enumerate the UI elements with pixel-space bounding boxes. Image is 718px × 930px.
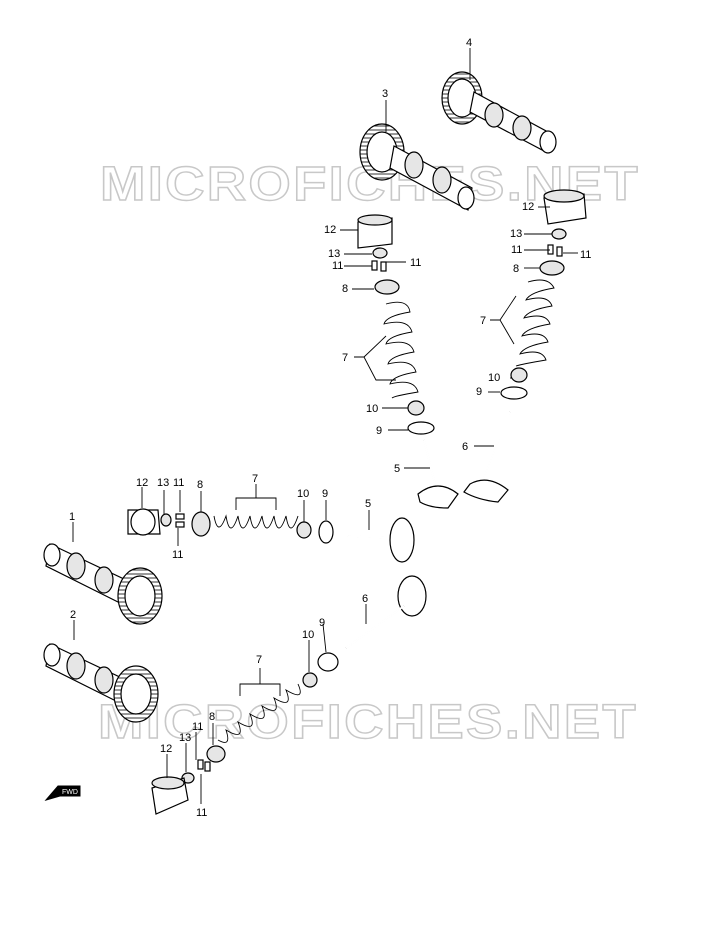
- callout-11: 11: [511, 244, 522, 256]
- callout-4: 4: [466, 37, 472, 49]
- callout-6: 6: [462, 441, 468, 453]
- callout-11: 11: [192, 721, 203, 733]
- camshaft-1: [43, 543, 163, 625]
- callout-3: 3: [382, 88, 388, 100]
- camshaft-2: [43, 643, 159, 723]
- bucket-tappet-12-lower: [151, 776, 189, 815]
- callout-9: 9: [319, 617, 325, 629]
- callout-12: 12: [522, 201, 534, 213]
- callout-5: 5: [365, 498, 371, 510]
- callout-13: 13: [510, 228, 522, 240]
- callout-9: 9: [322, 488, 328, 500]
- callout-9: 9: [476, 386, 482, 398]
- oil-seal-10-left: [296, 521, 312, 539]
- valve-spring-7-right: [515, 279, 555, 367]
- svg-text:FWD: FWD: [62, 789, 78, 796]
- valve-6-lower: [345, 575, 427, 649]
- cotters-11-mid: [371, 260, 387, 272]
- valve-spring-7-lower: [217, 683, 301, 743]
- oil-seal-10-right: [510, 367, 528, 383]
- callout-12: 12: [160, 743, 172, 755]
- spring-seat-9-lower: [317, 652, 339, 672]
- callout-10: 10: [366, 403, 378, 415]
- leader-lines: [72, 48, 578, 804]
- callout-1: 1: [69, 511, 75, 523]
- shim-13-left: [160, 513, 172, 527]
- callout-7: 7: [342, 352, 348, 364]
- bucket-tappet-12-mid: [357, 214, 393, 249]
- cotters-11-left: [175, 513, 185, 528]
- callout-10: 10: [302, 629, 314, 641]
- callout-6: 6: [362, 593, 368, 605]
- callout-8: 8: [209, 711, 215, 723]
- retainer-8-mid: [374, 279, 400, 295]
- callout-8: 8: [197, 479, 203, 491]
- retainer-8-right: [539, 260, 565, 276]
- callout-2: 2: [70, 609, 76, 621]
- callout-numbers: 4 3 12 13 11 11 8 7 10 9 6 12 13 11 11 8…: [69, 37, 591, 819]
- valve-5-left: [347, 517, 415, 563]
- retainer-8-left: [191, 511, 211, 537]
- fwd-arrow-icon: FWD: [44, 785, 81, 801]
- callout-7: 7: [252, 473, 258, 485]
- callout-5: 5: [394, 463, 400, 475]
- watermark-bottom: MICROFICHES.NET: [98, 696, 638, 749]
- callout-12: 12: [136, 477, 148, 489]
- camshaft-4: [441, 71, 557, 154]
- callout-8: 8: [513, 263, 519, 275]
- shim-13-mid: [372, 247, 388, 259]
- shim-13-right: [551, 228, 567, 240]
- callout-12: 12: [324, 224, 336, 236]
- bucket-tappet-12-left: [127, 508, 161, 536]
- spring-seat-9-mid: [407, 421, 435, 435]
- callout-11: 11: [332, 260, 343, 272]
- callout-11: 11: [410, 257, 421, 269]
- oil-seal-10-mid: [407, 400, 425, 416]
- callout-13: 13: [179, 732, 191, 744]
- valve-6-right: [463, 411, 511, 503]
- callout-7: 7: [480, 315, 486, 327]
- spring-seat-9-right: [500, 386, 528, 400]
- camshaft-3: [359, 123, 475, 211]
- bucket-tappet-12-right: [543, 189, 587, 225]
- valve-spring-7-left: [213, 514, 299, 529]
- valve-5-mid: [417, 439, 459, 509]
- cotters-11-right: [547, 244, 563, 257]
- callout-11: 11: [172, 549, 183, 561]
- retainer-8-lower: [206, 745, 226, 763]
- callout-7: 7: [256, 654, 262, 666]
- oil-seal-10-lower: [302, 672, 318, 688]
- callout-10: 10: [488, 372, 500, 384]
- valve-spring-7-mid: [383, 301, 419, 399]
- callout-11: 11: [580, 249, 591, 261]
- cotters-11-lower: [197, 759, 211, 772]
- callout-11: 11: [196, 807, 207, 819]
- callout-13: 13: [328, 248, 340, 260]
- callout-8: 8: [342, 283, 348, 295]
- spring-seat-9-left: [318, 520, 334, 544]
- callout-11: 11: [173, 477, 184, 489]
- callout-10: 10: [297, 488, 309, 500]
- callout-9: 9: [376, 425, 382, 437]
- callout-13: 13: [157, 477, 169, 489]
